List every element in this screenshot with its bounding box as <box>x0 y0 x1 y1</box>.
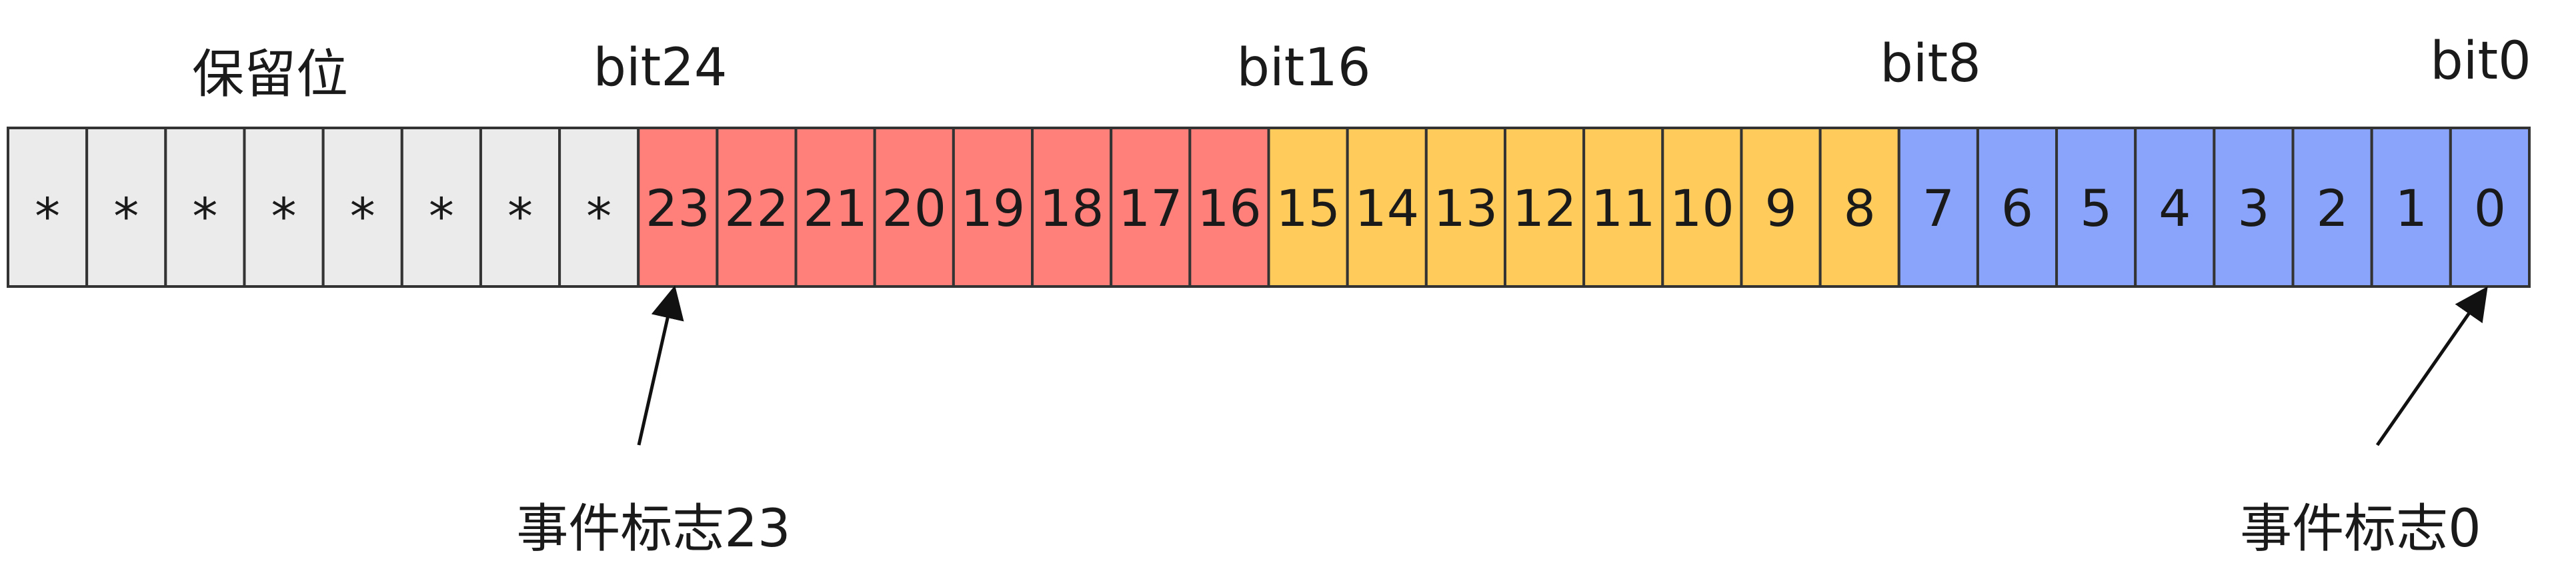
bit-cell-high <box>873 127 955 288</box>
bit-cell-label: 9 <box>1764 179 1796 238</box>
bit-cell-reserved <box>85 127 167 288</box>
bit-cell-label: 13 <box>1434 179 1498 238</box>
bit-cell-label: 19 <box>961 179 1026 238</box>
bit-cell-label: 21 <box>803 179 868 238</box>
bit-cell-label: * <box>350 187 375 246</box>
bit-cell-label: 22 <box>724 179 789 238</box>
bit-cell-mid <box>1582 127 1664 288</box>
bit-cell-label: 20 <box>882 179 946 238</box>
bit-cell-low <box>2370 127 2452 288</box>
bit-cell-mid <box>1346 127 1428 288</box>
bit-cell-label: * <box>507 187 533 246</box>
bit-cell-label: 8 <box>1843 179 1875 238</box>
bit-cell-label: 2 <box>2316 179 2348 238</box>
bit0-label: bit0 <box>2430 31 2531 91</box>
bit-cell-label: 17 <box>1118 179 1183 238</box>
bit-cell-low <box>2449 127 2531 288</box>
bit-cell-label: * <box>429 187 454 246</box>
bit-cell-mid <box>1424 127 1506 288</box>
bit-cell-label: 10 <box>1670 179 1734 238</box>
bit-cell-label: 14 <box>1354 179 1419 238</box>
bit-cell-label: 4 <box>2159 179 2191 238</box>
bit-cell-reserved <box>400 127 482 288</box>
bit-cell-label: * <box>586 187 611 246</box>
bit-cell-low <box>1897 127 1979 288</box>
bit-cell-high <box>1188 127 1270 288</box>
flag23-label: 事件标志23 <box>516 499 790 559</box>
bit-cell-label: 15 <box>1276 179 1340 238</box>
bit-cell-low <box>2055 127 2137 288</box>
bit-cell-mid <box>1661 127 1743 288</box>
arrow-flag0 <box>2375 286 2488 446</box>
bit16-label: bit16 <box>1236 38 1370 98</box>
bit-cell-high <box>716 127 798 288</box>
bit-cell-label: * <box>35 187 60 246</box>
bit-cell-reserved <box>558 127 640 288</box>
bit-cell-high <box>952 127 1034 288</box>
flag0-label: 事件标志0 <box>2240 499 2481 559</box>
bit-cell-label: 18 <box>1040 179 1104 238</box>
bit-cell-label: 16 <box>1197 179 1262 238</box>
bit8-label: bit8 <box>1880 34 1981 94</box>
bit-cell-label: 12 <box>1512 179 1577 238</box>
bit-cell-label: * <box>113 187 139 246</box>
bit-cell-label: 1 <box>2395 179 2427 238</box>
bit-cell-label: 23 <box>646 179 710 238</box>
bit-cell-label: 3 <box>2237 179 2269 238</box>
bit-cell-reserved <box>164 127 246 288</box>
bit-cell-mid <box>1267 127 1349 288</box>
bit-cell-reserved <box>321 127 403 288</box>
arrow-flag23 <box>637 285 684 446</box>
bit-cell-reserved <box>7 127 89 288</box>
bit24-label: bit24 <box>593 38 727 98</box>
reserved-label: 保留位 <box>192 45 348 105</box>
bit-cell-label: 11 <box>1591 179 1656 238</box>
bit-cell-label: 7 <box>1922 179 1955 238</box>
bit-cell-mid <box>1503 127 1586 288</box>
bit-cell-label: * <box>192 187 217 246</box>
bit-cell-mid <box>1740 127 1822 288</box>
bit-cell-reserved <box>479 127 561 288</box>
bit-cell-label: * <box>271 187 297 246</box>
bit-cell-label: 6 <box>2001 179 2033 238</box>
bit-cell-high <box>1031 127 1113 288</box>
bit-cell-low <box>2134 127 2216 288</box>
bit-cell-low <box>2213 127 2295 288</box>
bit-cell-label: 0 <box>2474 179 2506 238</box>
bit-cell-label: 5 <box>2080 179 2112 238</box>
